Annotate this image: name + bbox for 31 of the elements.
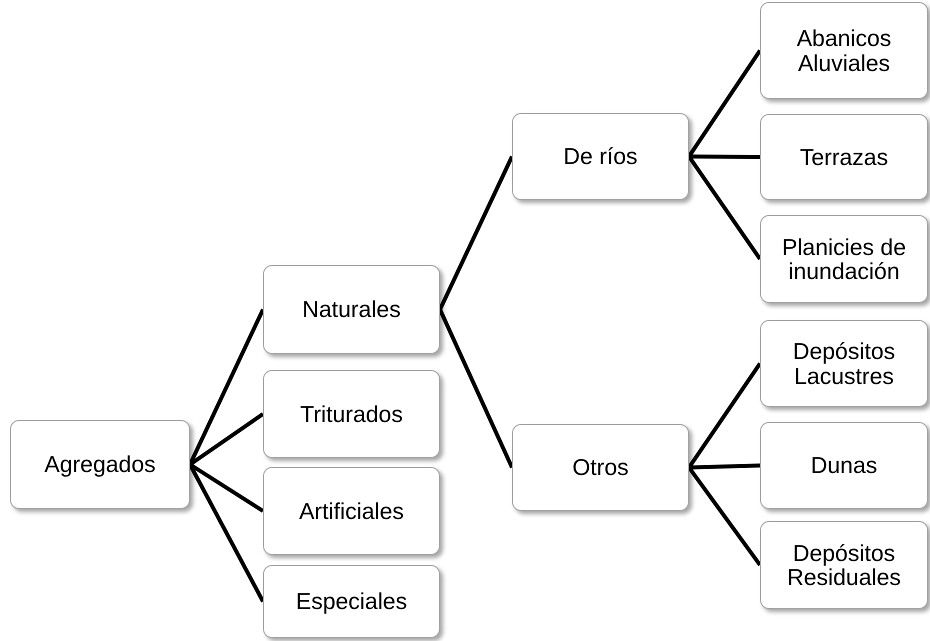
category-box bbox=[760, 215, 928, 303]
category-label: Dunas bbox=[810, 453, 878, 478]
category-box bbox=[263, 265, 440, 354]
category-label: Depósitos Lacustres bbox=[792, 339, 896, 388]
connector-line bbox=[438, 156, 514, 310]
category-box bbox=[512, 113, 689, 200]
connector-line bbox=[438, 308, 514, 468]
category-label: Abanicos Aluviales bbox=[796, 26, 892, 75]
connector-line bbox=[688, 154, 760, 159]
category-box bbox=[10, 420, 190, 509]
category-label: Artificiales bbox=[299, 498, 404, 524]
category-label: Naturales bbox=[302, 297, 401, 322]
category-box bbox=[760, 521, 928, 609]
category-box bbox=[263, 467, 440, 555]
connector-line bbox=[688, 464, 760, 470]
category-label: Especiales bbox=[296, 589, 408, 614]
category-label: Terrazas bbox=[800, 144, 888, 170]
category-label: Agregados bbox=[44, 452, 156, 477]
category-box bbox=[263, 565, 440, 638]
category-box bbox=[263, 370, 440, 458]
category-label: Depósitos Residuales bbox=[786, 540, 902, 590]
category-box bbox=[760, 2, 928, 99]
category-label: Triturados bbox=[300, 402, 403, 426]
category-label: De ríos bbox=[563, 144, 638, 169]
category-box bbox=[760, 114, 928, 200]
category-box bbox=[760, 422, 928, 509]
category-label: Planicies de inundación bbox=[780, 234, 908, 284]
connector-line bbox=[687, 466, 762, 566]
category-box bbox=[512, 424, 689, 511]
category-box bbox=[760, 320, 928, 407]
category-label: Otros bbox=[572, 455, 629, 480]
